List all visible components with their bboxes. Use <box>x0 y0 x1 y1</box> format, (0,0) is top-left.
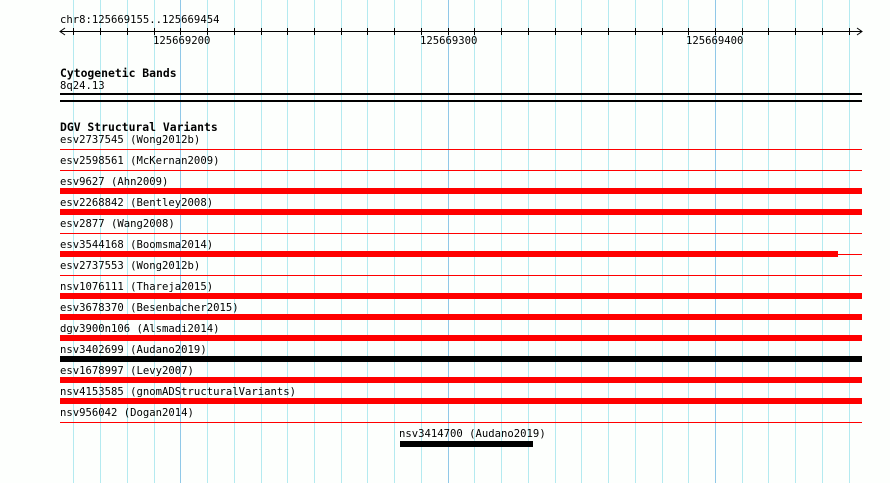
feature-label[interactable]: nsv3402699 (Audano2019) <box>60 344 207 356</box>
feature-line <box>60 233 862 234</box>
feature-bar[interactable] <box>60 251 838 257</box>
feature-line <box>60 275 862 276</box>
feature-line <box>60 149 862 150</box>
feature-label[interactable]: dgv3900n106 (Alsmadi2014) <box>60 323 220 335</box>
feature-bar[interactable] <box>60 314 862 320</box>
feature-label[interactable]: esv2598561 (McKernan2009) <box>60 155 220 167</box>
cytoband-label: 8q24.13 <box>60 80 105 92</box>
feature-line <box>60 422 862 423</box>
feature-label[interactable]: nsv1076111 (Thareja2015) <box>60 281 214 293</box>
feature-label[interactable]: esv2737545 (Wong2012b) <box>60 134 201 146</box>
cytogenetic-bands-title: Cytogenetic Bands <box>60 66 177 80</box>
ruler-tick-label: 125669300 <box>420 35 478 47</box>
feature-bar[interactable] <box>60 209 862 215</box>
feature-label[interactable]: esv3678370 (Besenbacher2015) <box>60 302 239 314</box>
feature-bar[interactable] <box>60 377 862 383</box>
feature-bar[interactable] <box>60 398 862 404</box>
feature-label[interactable]: esv2737553 (Wong2012b) <box>60 260 201 272</box>
feature-bar[interactable] <box>60 335 862 341</box>
ruler-tick-label: 125669400 <box>686 35 744 47</box>
feature-line <box>60 170 862 171</box>
feature-label[interactable]: esv2268842 (Bentley2008) <box>60 197 214 209</box>
feature-bar[interactable] <box>399 441 534 447</box>
feature-bar[interactable] <box>60 293 862 299</box>
feature-bar[interactable] <box>60 356 862 362</box>
dgv-track-title: DGV Structural Variants <box>60 120 218 134</box>
feature-label[interactable]: esv2877 (Wang2008) <box>60 218 175 230</box>
feature-label[interactable]: nsv3414700 (Audano2019) <box>399 428 546 440</box>
feature-bar[interactable] <box>60 188 862 194</box>
ruler-range-label: chr8:125669155..125669454 <box>60 14 220 26</box>
feature-label[interactable]: nsv4153585 (gnomADStructuralVariants) <box>60 386 296 398</box>
ruler-left-arrow-icon <box>59 27 66 36</box>
feature-label[interactable]: nsv956042 (Dogan2014) <box>60 407 194 419</box>
cytoband-bottom-line <box>60 100 862 102</box>
ruler-right-arrow-icon <box>856 27 863 36</box>
feature-label[interactable]: esv1678997 (Levy2007) <box>60 365 194 377</box>
feature-label[interactable]: esv3544168 (Boomsma2014) <box>60 239 214 251</box>
feature-label[interactable]: esv9627 (Ahn2009) <box>60 176 169 188</box>
ruler-tick-label: 125669200 <box>153 35 211 47</box>
cytoband-top-line <box>60 93 862 95</box>
